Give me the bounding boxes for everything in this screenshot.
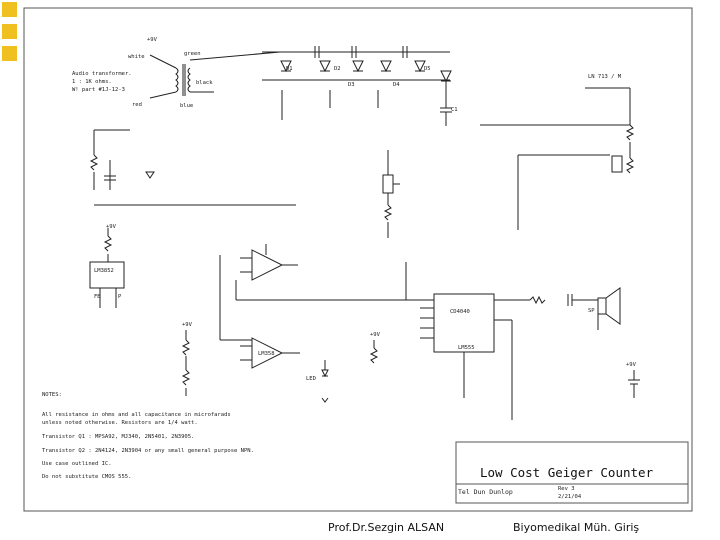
led	[321, 360, 329, 403]
meter-label: LN 713 / M	[588, 74, 622, 80]
diode-ladder	[262, 46, 452, 126]
wire-green-label: green	[184, 51, 201, 57]
supply-label: +9V	[182, 322, 193, 328]
transformer-note-line: Audio transformer.	[72, 71, 132, 77]
schematic-title: Low Cost Geiger Counter	[480, 465, 654, 480]
led-label: LED	[306, 376, 316, 382]
title-block-rev: Rev 3	[558, 486, 575, 492]
diode	[280, 60, 292, 73]
cap-label: C1	[451, 107, 458, 113]
lm3852-device	[89, 228, 125, 308]
transformer-note-line: 1 : 1K ohms.	[72, 79, 112, 85]
pin-label: FB	[94, 294, 101, 300]
right-supply	[628, 370, 640, 398]
speaker	[529, 287, 621, 330]
chip-label: LM555	[458, 345, 475, 351]
diode	[414, 60, 426, 73]
note-line: Do not substitute CMOS 555.	[42, 474, 131, 480]
diode-label: D2	[334, 66, 341, 72]
device-label: LM3852	[94, 268, 114, 274]
note-line: All resistance in ohms and all capacitan…	[42, 412, 231, 418]
supply-label: +9V	[626, 362, 637, 368]
cd4040-chip	[420, 293, 530, 420]
diode-label: D5	[424, 66, 431, 72]
supply-label: +9V	[370, 332, 381, 338]
supply-label: +9V	[106, 224, 117, 230]
notes-title: NOTES:	[42, 392, 62, 398]
transformer	[149, 51, 281, 99]
mid-wiring	[181, 255, 420, 396]
wire-blue-label: blue	[180, 103, 193, 109]
note-line: Use case outlined IC.	[42, 461, 112, 467]
diode	[352, 60, 364, 73]
diode-label: D1	[286, 66, 293, 72]
page-border	[23, 7, 693, 512]
title-block-author: Tel Dun Dunlop	[458, 488, 513, 496]
pin-label: P	[118, 294, 122, 300]
wire-red-label: red	[132, 102, 142, 108]
opamp-upper	[240, 244, 298, 281]
note-line: Transistor Q2 : 2N4124, 2N3904 or any sm…	[42, 448, 254, 454]
diode-label: D4	[393, 82, 400, 88]
title-block-date: 2/21/04	[558, 494, 582, 500]
wire-black-label: black	[196, 80, 213, 86]
opamp-lower	[240, 337, 300, 369]
title-block	[455, 441, 689, 504]
footer-course: Biyomedikal Müh. Giriş	[513, 521, 640, 534]
opamp-label: LM358	[258, 351, 275, 357]
wire-white-label: white	[128, 54, 145, 60]
diode-label: D3	[348, 82, 355, 88]
tube-wiring	[480, 87, 635, 230]
footer-author: Prof.Dr.Sezgin ALSAN	[328, 521, 445, 534]
supply-label: +9V	[147, 37, 158, 43]
transformer-note-line: W! part #1J-12-3	[72, 87, 125, 93]
diode	[319, 60, 331, 73]
slide-decoration	[0, 0, 22, 540]
adjust-pot	[382, 150, 400, 238]
note-line: Transistor Q1 : MPSA92, MJ340, 2N5401, 2…	[42, 434, 194, 440]
note-line: unless noted otherwise. Resistors are 1/…	[42, 420, 198, 426]
input-section	[89, 129, 296, 206]
chip-label: CD4040	[450, 309, 470, 315]
diode	[380, 60, 392, 73]
speaker-label: SP	[588, 308, 595, 314]
